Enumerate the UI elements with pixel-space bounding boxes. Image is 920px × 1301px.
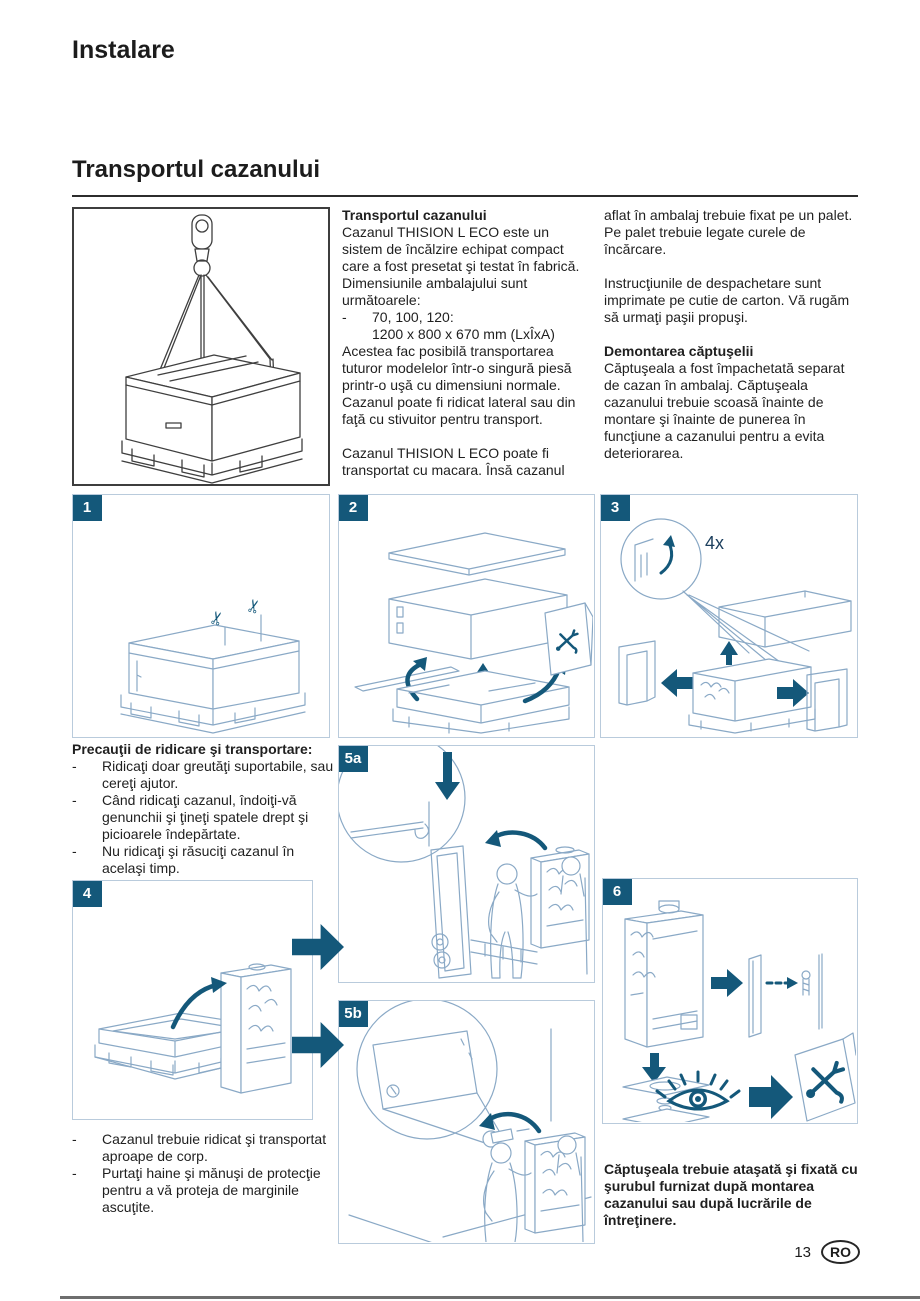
curved-arrow-icon	[170, 982, 220, 1030]
step5a-hang-boiler-illustration	[339, 746, 590, 979]
up-arrow-icon	[720, 641, 738, 665]
step-panel-4: 4	[72, 880, 313, 1120]
step-panel-3: 3 4x	[600, 494, 858, 738]
left-arrow-icon	[661, 669, 693, 697]
step4-lift-off-pallet-illustration	[94, 963, 292, 1094]
intro-heading: Transportul cazanului	[342, 207, 487, 223]
step5b-wall-mount-illustration	[348, 1001, 592, 1242]
step3-remove-frames-illustration: 4x	[618, 518, 852, 734]
paragraph: Cazanul THISION L ECO este un sistem de …	[342, 224, 580, 308]
intro-column-2: aflat în ambalaj trebuie fixat pe un pal…	[604, 207, 858, 462]
step-panel-5b: 5b	[338, 1000, 595, 1244]
right-arrow-icon	[777, 679, 809, 707]
list-item: - Nu ridicaţi şi răsuciţi cazanul în ace…	[72, 843, 295, 876]
language-badge: RO	[821, 1240, 860, 1264]
paragraph: Instrucţiunile de despachetare sunt impr…	[604, 275, 850, 325]
list-item: - Cazanul trebuie ridicat şi transportat…	[72, 1131, 327, 1164]
step-badge: 4	[73, 881, 102, 907]
right-arrow-icon	[749, 1075, 793, 1119]
paragraph: Acestea fac posibilă transportarea tutur…	[342, 343, 576, 427]
page-number: 13	[794, 1243, 811, 1261]
list-item: - Ridicaţi doar greutăţi suportabile, sa…	[72, 758, 334, 791]
step-panel-5a: 5a	[338, 745, 595, 983]
intro-column-1: Transportul cazanului Cazanul THISION L …	[342, 207, 592, 479]
scissors-icon: ✂	[206, 608, 229, 628]
step6-attach-casing-illustration	[622, 900, 856, 1122]
down-arrow-icon	[642, 1053, 666, 1083]
step2-unbox-illustration	[354, 532, 593, 734]
step-badge: 5a	[339, 746, 368, 772]
section-title: Transportul cazanului	[72, 156, 321, 183]
step-badge: 2	[339, 495, 368, 521]
carry-notes-block: - Cazanul trebuie ridicat şi transportat…	[72, 1131, 340, 1216]
closing-note: Căptuşeala trebuie ataşată şi fixată cu …	[604, 1161, 858, 1228]
right-arrow-icon	[711, 969, 743, 997]
step-badge: 5b	[339, 1001, 368, 1027]
count-label: 4x	[705, 533, 724, 553]
crane-lift-illustration	[72, 207, 330, 486]
step-badge: 1	[73, 495, 102, 521]
precautions-block: Precauţii de ridicare şi transportare: -…	[72, 741, 340, 877]
curved-arrow-icon	[490, 830, 548, 851]
section-rule	[72, 195, 858, 197]
crane-hook-icon	[121, 214, 303, 484]
list-item: - Când ridicaţi cazanul, îndoiţi-vă genu…	[72, 792, 309, 842]
scan-edge-line	[60, 1296, 920, 1299]
subsection-heading: Demontarea căptuşelii	[604, 343, 754, 359]
eye-icon	[655, 1070, 741, 1111]
paragraph: Căptuşeala a fost împachetată separat de…	[604, 360, 845, 461]
curved-arrow-icon	[405, 662, 422, 702]
dimension-value: 1200 x 800 x 670 mm (LxÎxA)	[372, 326, 555, 342]
paragraph: aflat în ambalaj trebuie fixat pe un pal…	[604, 207, 853, 257]
list-item: - Purtaţi haine şi mănuşi de protecţie p…	[72, 1165, 321, 1215]
down-arrow-icon	[435, 752, 460, 800]
scissors-icon: ✂	[243, 596, 266, 616]
step1-cut-straps-illustration: ✂ ✂	[120, 596, 306, 734]
paragraph: Cazanul THISION L ECO poate fi transport…	[342, 445, 565, 478]
page-footer: 13 RO	[794, 1240, 860, 1264]
tools-icon	[806, 1060, 846, 1104]
step-panel-6: 6	[602, 878, 858, 1124]
step-panel-2: 2	[338, 494, 595, 738]
page-title: Instalare	[72, 36, 175, 64]
tools-icon	[556, 629, 579, 654]
step-badge: 3	[601, 495, 630, 521]
dimension-item: - 70, 100, 120:	[342, 309, 454, 325]
curved-arrow-icon	[659, 541, 674, 575]
step-badge: 6	[603, 879, 632, 905]
precautions-heading: Precauţii de ridicare şi transportare:	[72, 741, 313, 757]
step-panel-1: 1 ✂ ✂	[72, 494, 330, 738]
